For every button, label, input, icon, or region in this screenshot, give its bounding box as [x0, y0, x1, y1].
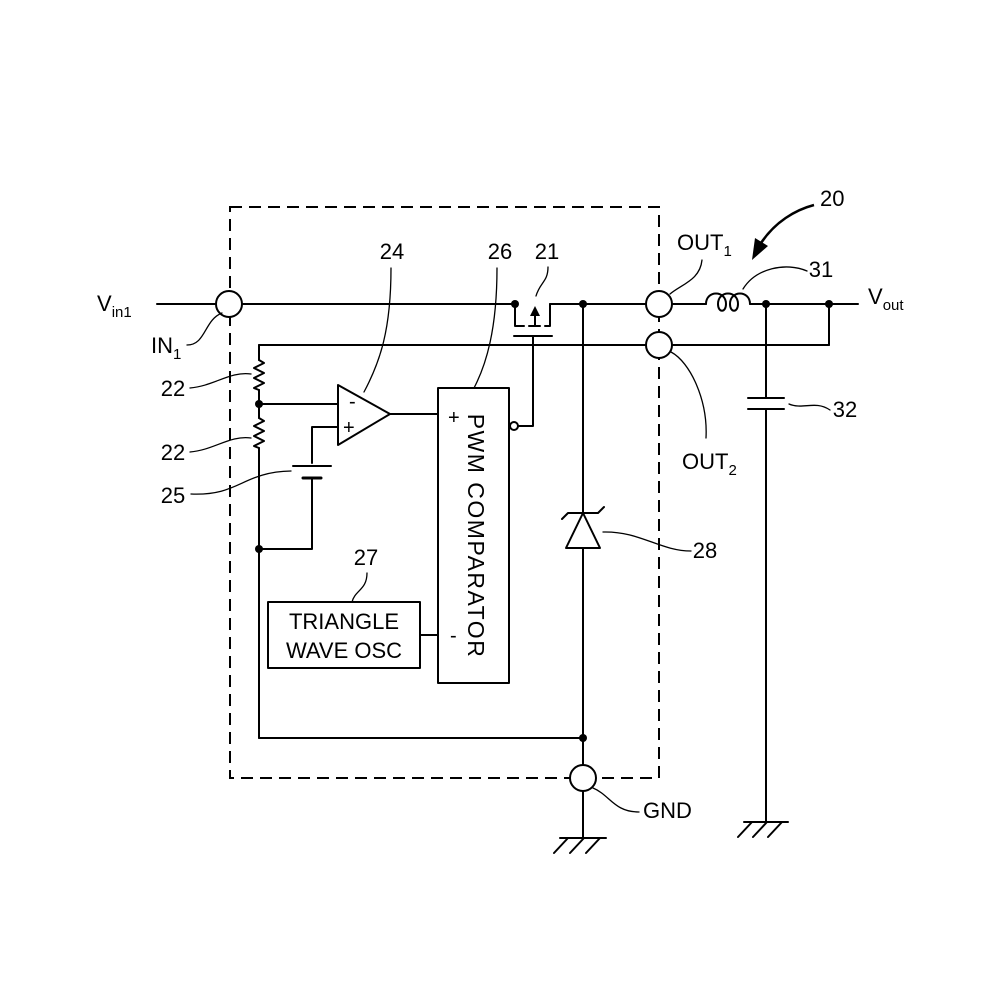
pwm-comparator-label: PWM COMPARATOR [463, 414, 489, 659]
inductor-31 [706, 294, 750, 311]
in1-label: IN1 [151, 333, 181, 363]
junction-dot [255, 545, 263, 553]
oscillator-27: TRIANGLE WAVE OSC [268, 602, 438, 668]
vout-label-main: V [868, 284, 883, 309]
ref-26-label: 26 [488, 239, 512, 264]
ic-boundary [230, 207, 659, 778]
terminal-out2 [646, 332, 672, 358]
ref-21-leader [536, 267, 548, 296]
out2-leader [671, 352, 706, 438]
ref-31-label: 31 [809, 257, 833, 282]
out2-label: OUT2 [682, 449, 737, 479]
ref-25-leader [191, 471, 291, 494]
ref-26-leader [474, 268, 497, 388]
ground-symbol-ic [554, 838, 606, 853]
ref-28-leader [603, 532, 691, 551]
ground-symbol-output [738, 822, 788, 837]
ref-32-label: 32 [833, 397, 857, 422]
out2-label-sub: 2 [728, 462, 736, 479]
out2-label-main: OUT [682, 449, 728, 474]
amplifier-noninverting-input-wire [312, 427, 338, 463]
ground-hatch [586, 838, 600, 853]
vin-label: Vin1 [97, 291, 132, 321]
ref-24-leader [364, 268, 391, 392]
oscillator-label-line2: WAVE OSC [286, 638, 402, 663]
feedback-wire [259, 304, 829, 345]
reference-source-25 [259, 466, 331, 549]
vin-label-main: V [97, 291, 112, 316]
transistor-21 [514, 304, 552, 336]
terminal-out1 [646, 291, 672, 317]
gnd-label: GND [643, 798, 692, 823]
out1-leader [670, 260, 702, 294]
pwm-comparator-26: PWM COMPARATOR + - [438, 336, 533, 683]
amplifier-minus-sign: - [349, 391, 356, 413]
junction-dot [511, 300, 519, 308]
ref-27-label: 27 [354, 545, 378, 570]
battery-return-wire [259, 478, 312, 549]
ref-22-upper-label: 22 [161, 376, 185, 401]
in1-leader [187, 313, 222, 345]
resistor-22-upper [254, 360, 264, 390]
error-amplifier-24: - + [259, 385, 438, 463]
in1-label-main: IN [151, 333, 173, 358]
terminal-in1 [216, 291, 242, 317]
pwm-plus-sign: + [448, 407, 460, 429]
ref-31-leader [743, 267, 807, 289]
ref-28-label: 28 [693, 538, 717, 563]
ref-27-leader [352, 573, 367, 602]
ref-20-arrow-head [752, 238, 768, 260]
out1-label-main: OUT [677, 230, 723, 255]
junction-dot [255, 400, 263, 408]
ref-25-label: 25 [161, 483, 185, 508]
out1-label-sub: 1 [723, 243, 731, 260]
pwm-minus-sign: - [450, 625, 457, 647]
oscillator-label-line1: TRIANGLE [289, 609, 399, 634]
ref-20-arrow [761, 205, 814, 243]
ground-hatch [554, 838, 568, 853]
terminal-gnd [570, 765, 596, 791]
ground-hatch [738, 822, 752, 837]
top-wire [157, 294, 858, 311]
gnd-leader [593, 788, 639, 812]
ref-22-lower-leader [190, 438, 251, 452]
transistor-drain-lead [545, 304, 550, 326]
zener-diode-28 [566, 513, 600, 548]
amplifier-plus-sign: + [343, 417, 355, 439]
ref-32-leader [789, 404, 830, 410]
vin-label-sub: in1 [112, 304, 132, 321]
ref-20-label: 20 [820, 186, 844, 211]
ground-hatch [570, 838, 584, 853]
junction-dot [579, 300, 587, 308]
ref-22-lower-label: 22 [161, 440, 185, 465]
vout-label-sub: out [883, 297, 905, 314]
out1-label: OUT1 [677, 230, 732, 260]
ref-21-label: 21 [535, 239, 559, 264]
junction-dot [762, 300, 770, 308]
ref-22-upper-leader [190, 374, 251, 388]
ground-hatch [753, 822, 767, 837]
resistor-22-lower [254, 418, 264, 448]
capacitor-32 [738, 304, 788, 837]
transistor-arrow-head [530, 306, 540, 316]
vout-label: Vout [868, 284, 904, 314]
junction-dot [579, 734, 587, 742]
ground-hatch [768, 822, 782, 837]
junction-dot [825, 300, 833, 308]
pwm-inverting-output-bubble [510, 422, 518, 430]
ref-24-label: 24 [380, 239, 404, 264]
pwm-output-to-gate-wire [518, 336, 533, 426]
in1-label-sub: 1 [173, 346, 181, 363]
